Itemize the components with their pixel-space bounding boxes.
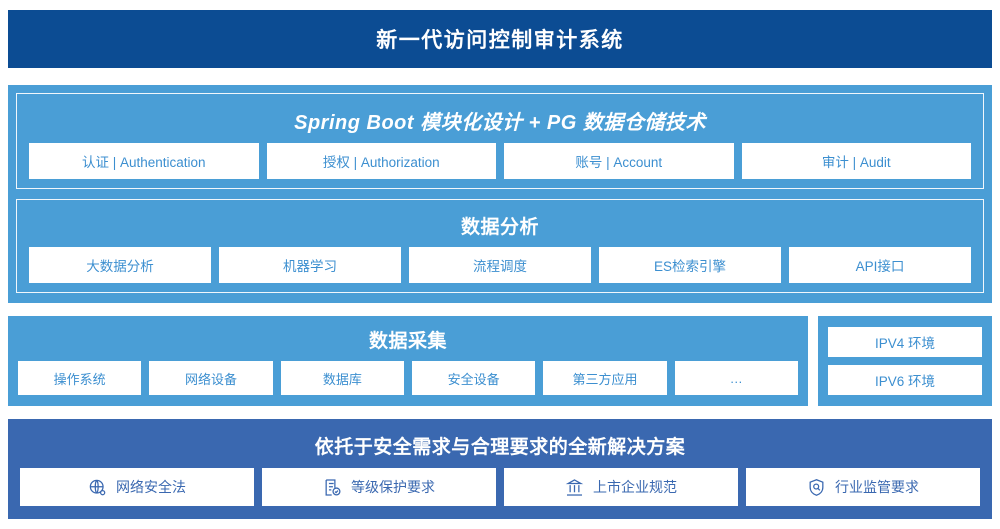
chip-account[interactable]: 账号 | Account xyxy=(504,143,734,179)
compliance-label: 网络安全法 xyxy=(116,479,186,495)
chip-process-scheduling[interactable]: 流程调度 xyxy=(409,247,591,283)
chip-security-device[interactable]: 安全设备 xyxy=(411,361,536,395)
data-analysis-title: 数据分析 xyxy=(460,217,539,238)
ip-environment-panel: IPV4 环境 IPV6 环境 xyxy=(818,316,992,406)
compliance-title: 依托于安全需求与合理要求的全新解决方案 xyxy=(314,437,686,458)
chip-database[interactable]: 数据库 xyxy=(280,361,404,395)
springboot-chip-row: 认证 | Authentication 授权 | Authorization 账… xyxy=(29,143,971,179)
chip-audit[interactable]: 审计 | Audit xyxy=(741,143,971,179)
chip-network-device[interactable]: 网络设备 xyxy=(149,361,273,395)
chip-big-data-analysis[interactable]: 大数据分析 xyxy=(29,247,211,283)
chip-ipv6-environment[interactable]: IPV6 环境 xyxy=(828,365,982,395)
shield-search-icon xyxy=(807,478,826,497)
chip-cybersecurity-law[interactable]: 网络安全法 xyxy=(20,468,254,506)
compliance-label: 等级保护要求 xyxy=(351,479,435,495)
compliance-label: 上市企业规范 xyxy=(593,479,677,495)
globe-network-icon xyxy=(88,478,107,497)
bank-building-icon xyxy=(565,478,584,497)
chip-es-search-engine[interactable]: ES检索引擎 xyxy=(599,247,781,283)
chip-classified-protection[interactable]: 等级保护要求 xyxy=(262,468,496,506)
chip-operating-system[interactable]: 操作系统 xyxy=(18,361,142,395)
springboot-title: Spring Boot 模块化设计 + PG 数据仓储技术 xyxy=(294,112,706,134)
data-analysis-block: 数据分析 大数据分析 机器学习 流程调度 ES检索引擎 API接口 xyxy=(16,199,984,293)
data-collection-panel: 数据采集 操作系统 网络设备 数据库 安全设备 第三方应用 … xyxy=(8,316,808,406)
chip-machine-learning[interactable]: 机器学习 xyxy=(219,247,401,283)
compliance-panel: 依托于安全需求与合理要求的全新解决方案 网络安全法 xyxy=(8,419,992,519)
chip-more-ellipsis[interactable]: … xyxy=(674,361,798,395)
chip-listed-company-standard[interactable]: 上市企业规范 xyxy=(504,468,738,506)
header-banner: 新一代访问控制审计系统 xyxy=(8,10,992,68)
springboot-block: Spring Boot 模块化设计 + PG 数据仓储技术 认证 | Authe… xyxy=(16,93,984,189)
compliance-label: 行业监管要求 xyxy=(835,479,919,495)
chip-industry-regulation[interactable]: 行业监管要求 xyxy=(746,468,980,506)
data-collection-title: 数据采集 xyxy=(368,331,447,352)
data-analysis-chip-row: 大数据分析 机器学习 流程调度 ES检索引擎 API接口 xyxy=(29,247,971,283)
chip-third-party-app[interactable]: 第三方应用 xyxy=(543,361,667,395)
platform-panel: Spring Boot 模块化设计 + PG 数据仓储技术 认证 | Authe… xyxy=(8,85,992,303)
chip-authorization[interactable]: 授权 | Authorization xyxy=(266,143,496,179)
data-collection-chip-row: 操作系统 网络设备 数据库 安全设备 第三方应用 … xyxy=(18,361,798,395)
chip-ipv4-environment[interactable]: IPV4 环境 xyxy=(828,327,982,357)
chip-authentication[interactable]: 认证 | Authentication xyxy=(29,143,259,179)
compliance-chip-row: 网络安全法 等级保护要求 xyxy=(20,468,980,506)
page-title: 新一代访问控制审计系统 xyxy=(376,29,624,52)
document-check-icon xyxy=(323,478,342,497)
chip-api-interface[interactable]: API接口 xyxy=(789,247,971,283)
